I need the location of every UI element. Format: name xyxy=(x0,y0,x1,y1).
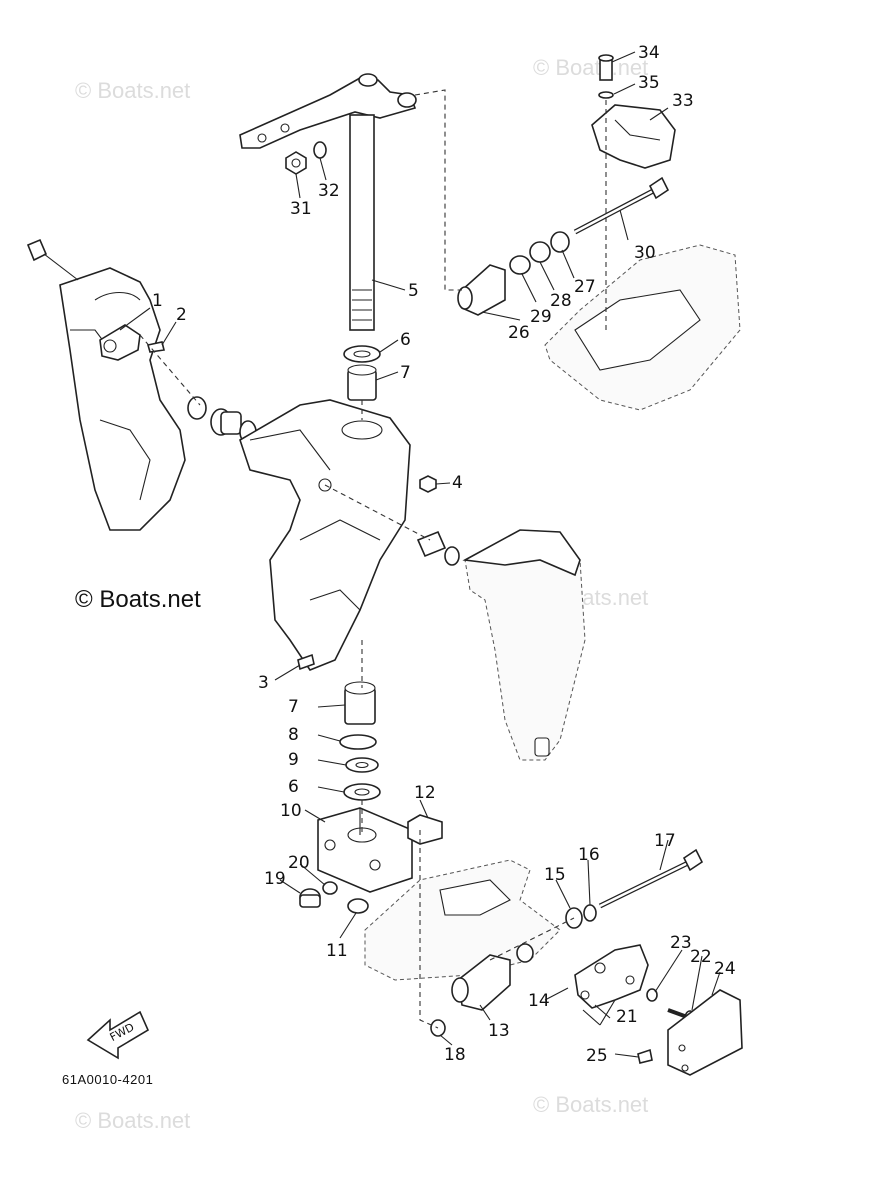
callout-20: 20 xyxy=(288,853,310,873)
callout-labels: 1 2 3 4 5 6 7 7 8 9 6 10 11 12 13 14 15 … xyxy=(152,43,736,1066)
callout-21: 21 xyxy=(616,1007,638,1027)
watermark-bottom-left: © Boats.net xyxy=(75,1108,190,1133)
steering-shaft xyxy=(239,73,417,331)
watermark-top-left: © Boats.net xyxy=(75,78,190,103)
assembly-lines xyxy=(139,89,607,1029)
right-pivot-hardware xyxy=(324,484,460,566)
right-clamp-bracket xyxy=(462,529,586,761)
callout-27: 27 xyxy=(574,277,596,297)
upper-clamp-33 xyxy=(591,54,676,169)
callout-4: 4 xyxy=(452,473,463,493)
callout-25: 25 xyxy=(586,1046,608,1066)
bottom-cowling-ghost xyxy=(364,859,561,981)
callout-5: 5 xyxy=(408,281,419,301)
callout-24: 24 xyxy=(714,959,736,979)
callout-26: 26 xyxy=(508,323,530,343)
callout-6-lower: 6 xyxy=(288,777,299,797)
callout-33: 33 xyxy=(672,91,694,111)
callout-28: 28 xyxy=(550,291,572,311)
callout-2: 2 xyxy=(176,305,187,325)
callout-31: 31 xyxy=(290,199,312,219)
screw-25 xyxy=(637,1048,653,1064)
lower-bracket-21 xyxy=(574,944,649,1009)
callout-7-upper: 7 xyxy=(400,363,411,383)
left-pivot-hardware xyxy=(187,396,257,444)
callout-22: 22 xyxy=(690,947,712,967)
watermark-top-right: © Boats.net xyxy=(533,55,648,80)
callout-34: 34 xyxy=(638,43,660,63)
watermark-mid-left: © Boats.net xyxy=(75,586,201,613)
watermark-bottom-right: © Boats.net xyxy=(533,1092,648,1117)
left-clamp-bracket xyxy=(26,238,186,531)
callout-19: 19 xyxy=(264,869,286,889)
callout-16: 16 xyxy=(578,845,600,865)
callout-23: 23 xyxy=(670,933,692,953)
callout-32: 32 xyxy=(318,181,340,201)
rubber-mount-13 xyxy=(430,943,534,1037)
bolt-17-assembly xyxy=(489,848,704,961)
engine-base-ghost xyxy=(544,244,741,411)
swivel-bracket xyxy=(239,399,411,671)
callout-18: 18 xyxy=(444,1045,466,1065)
callout-35: 35 xyxy=(638,73,660,93)
upper-mount-26 xyxy=(457,231,570,316)
nut-and-washer-31-32 xyxy=(285,141,327,175)
callout-3: 3 xyxy=(258,673,269,693)
callout-1: 1 xyxy=(152,291,163,311)
callout-30: 30 xyxy=(634,243,656,263)
fwd-arrow: FWD xyxy=(86,1010,150,1060)
plate-12 xyxy=(407,814,443,845)
callout-14: 14 xyxy=(528,991,550,1011)
cap-washer-clip xyxy=(299,881,369,914)
bolt-30 xyxy=(573,176,670,235)
lower-mount-housing-10 xyxy=(317,807,413,893)
callout-7-lower: 7 xyxy=(288,697,299,717)
callout-17: 17 xyxy=(654,831,676,851)
callout-12: 12 xyxy=(414,783,436,803)
nut-4 xyxy=(419,475,437,493)
lower-bushings xyxy=(339,681,381,801)
watermarks: © Boats.net © Boats.net © Boats.net © Bo… xyxy=(75,55,648,1133)
callout-8: 8 xyxy=(288,725,299,745)
callout-6-upper: 6 xyxy=(400,330,411,350)
callout-10: 10 xyxy=(280,801,302,821)
leader-lines xyxy=(119,51,721,1058)
callout-15: 15 xyxy=(544,865,566,885)
cover-plate-24 xyxy=(667,989,743,1076)
callout-13: 13 xyxy=(488,1021,510,1041)
callout-9: 9 xyxy=(288,750,299,770)
callout-11: 11 xyxy=(326,941,348,961)
diagram-code: 61A0010-4201 xyxy=(62,1072,153,1087)
callout-29: 29 xyxy=(530,307,552,327)
upper-bushings xyxy=(343,345,381,401)
